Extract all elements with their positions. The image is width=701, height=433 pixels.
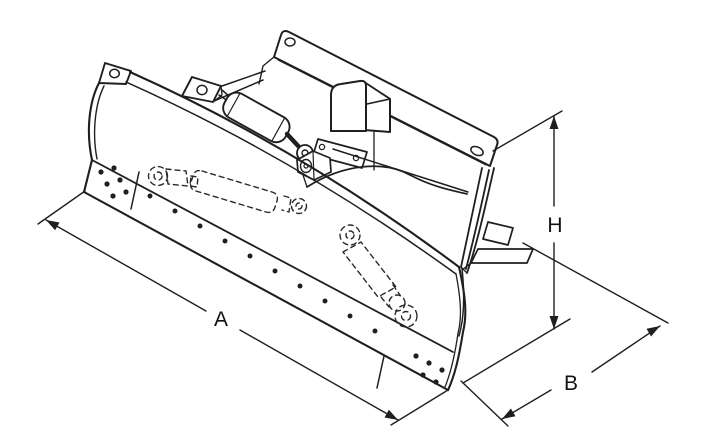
dimension-label-b: B xyxy=(564,372,578,395)
extension-line xyxy=(37,190,86,225)
arrowhead-icon xyxy=(549,316,559,329)
arrowhead-icon xyxy=(549,116,559,129)
cutting-edge xyxy=(82,158,454,392)
extension-line xyxy=(460,380,509,427)
arrowhead-icon xyxy=(646,326,660,337)
arrowhead-icon xyxy=(502,408,516,419)
bolt-holes-main xyxy=(147,193,378,334)
support-legs xyxy=(458,167,534,337)
dimension-label-a: A xyxy=(214,308,228,331)
dimension-width-a: A xyxy=(37,190,449,426)
dimension-depth-b: B xyxy=(460,242,669,427)
bolt-holes-right xyxy=(413,353,445,385)
extension-line xyxy=(462,318,571,384)
extension-line xyxy=(492,110,563,152)
dimension-label-h: H xyxy=(547,214,562,237)
bolt-holes-left xyxy=(98,165,129,199)
quick-attach-frame xyxy=(213,30,499,195)
hidden-tilt-cylinders xyxy=(147,165,418,328)
arrowhead-icon xyxy=(384,409,398,420)
dimension-line xyxy=(45,219,399,421)
dimension-height-h: H xyxy=(462,110,571,384)
dimension-line xyxy=(501,325,661,420)
extension-line xyxy=(390,389,449,426)
blade-moldboard xyxy=(87,62,467,392)
extension-line xyxy=(522,242,669,324)
arrowhead-icon xyxy=(46,220,60,231)
angle-cylinder xyxy=(181,76,332,181)
